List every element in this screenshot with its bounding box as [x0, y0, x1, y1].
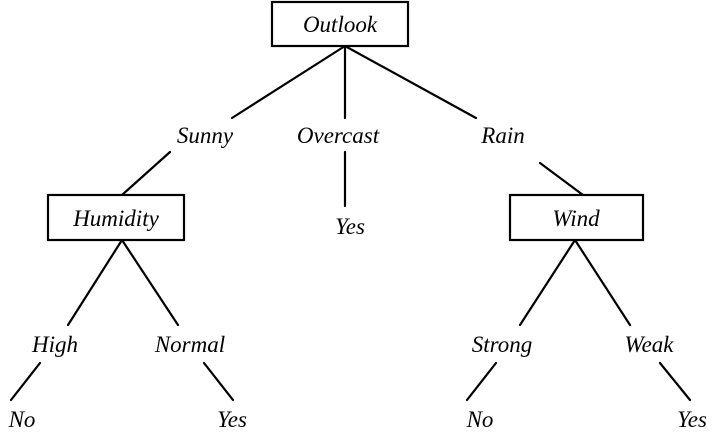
edge-outlook-sunny — [230, 44, 347, 120]
branch-label-normal: Normal — [154, 332, 225, 357]
node-wind-box — [508, 193, 645, 242]
edge-high-no — [9, 361, 42, 402]
node-outlook-box — [270, 0, 410, 48]
node-humidity-label: Humidity — [72, 206, 159, 231]
leaf-overcast-yes: Yes — [335, 214, 365, 239]
leaf-strong-no: No — [466, 407, 494, 432]
edge-wind-strong — [518, 238, 577, 327]
node-humidity-box — [46, 193, 186, 242]
branch-label-weak: Weak — [625, 332, 675, 357]
edge-humidity-high — [66, 238, 124, 327]
node-wind-label: Wind — [552, 206, 600, 231]
edge-normal-yes — [202, 361, 235, 402]
edge-humidity-normal — [120, 238, 180, 327]
edge-sunny-humidity — [120, 150, 172, 197]
tree-edges — [9, 44, 692, 402]
node-humidity: Humidity — [46, 193, 186, 242]
node-outlook: Outlook — [270, 0, 410, 48]
edge-weak-yes — [658, 361, 692, 402]
edge-outlook-rain — [343, 44, 478, 120]
leaf-normal-yes: Yes — [217, 407, 247, 432]
node-outlook-label: Outlook — [303, 12, 378, 37]
edge-strong-no — [465, 361, 498, 402]
branch-label-high: High — [31, 332, 78, 357]
leaf-weak-yes: Yes — [677, 407, 707, 432]
edge-wind-weak — [573, 238, 632, 327]
node-wind: Wind — [508, 193, 645, 242]
leaf-high-no: No — [8, 407, 36, 432]
branch-label-strong: Strong — [472, 332, 533, 357]
branch-label-sunny: Sunny — [177, 123, 234, 148]
branch-label-overcast: Overcast — [297, 123, 380, 148]
branch-label-rain: Rain — [480, 123, 524, 148]
edge-rain-wind — [538, 161, 585, 197]
